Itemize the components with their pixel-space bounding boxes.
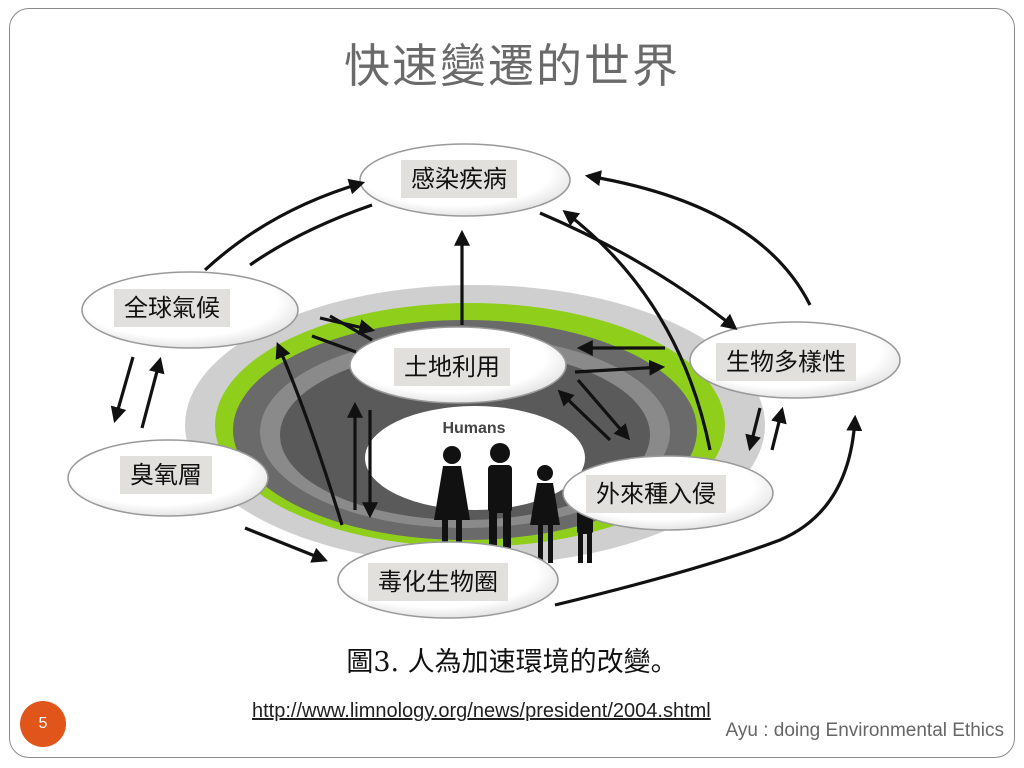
label-biodiversity: 生物多樣性	[716, 343, 856, 381]
humans-ellipse	[365, 406, 585, 510]
label-toxic: 毒化生物圈	[368, 563, 508, 601]
label-climate: 全球氣候	[114, 289, 230, 327]
label-land-use: 土地利用	[394, 348, 510, 386]
label-invasive: 外來種入侵	[586, 475, 726, 513]
figure-caption: 圖3. 人為加速環境的改變。	[346, 647, 678, 678]
slide-title: 快速變遷的世界	[344, 39, 680, 93]
label-ozone: 臭氧層	[120, 456, 212, 494]
diagram-arrows	[110, 170, 863, 607]
humans-label: Humans	[442, 420, 505, 437]
slide-number-badge: 5	[20, 701, 66, 747]
slide-frame	[9, 8, 1015, 758]
label-disease: 感染疾病	[401, 160, 517, 198]
footer-text: Ayu : doing Environmental Ethics	[725, 720, 1004, 741]
source-link[interactable]: http://www.limnology.org/news/president/…	[252, 700, 711, 722]
